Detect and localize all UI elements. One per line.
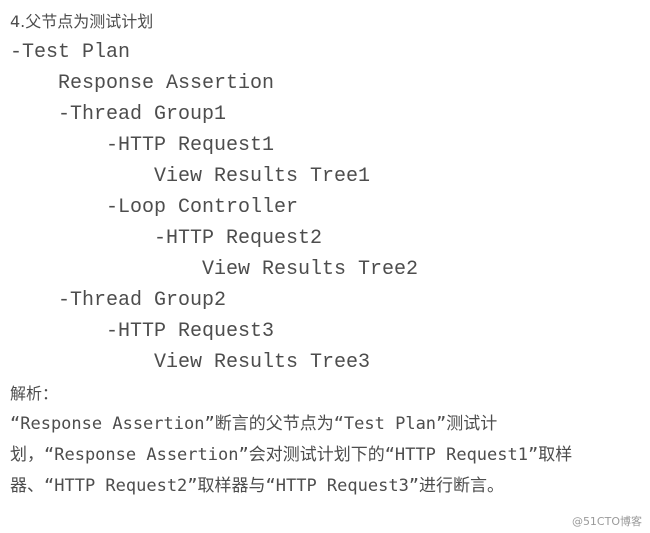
tree-line-http-request-3: -HTTP Request3 bbox=[106, 320, 275, 343]
section-heading: 4.父节点为测试计划 bbox=[10, 12, 154, 31]
watermark: @51CTO博客 bbox=[571, 515, 642, 528]
tree-line-http-request-2: -HTTP Request2 bbox=[154, 227, 323, 250]
tree-line-loop-controller: -Loop Controller bbox=[106, 196, 299, 219]
analysis-paragraph: “Response Assertion”断言的父节点为“Test Plan”测试… bbox=[10, 414, 573, 496]
tree-line-response-assertion: Response Assertion bbox=[58, 72, 275, 95]
tree-line-view-results-tree-1: View Results Tree1 bbox=[154, 165, 371, 188]
test-plan-tree: -Test Plan Response Assertion -Thread Gr… bbox=[10, 37, 650, 378]
tree-line-test-plan: -Test Plan bbox=[10, 41, 131, 64]
tree-line-thread-group-1: -Thread Group1 bbox=[58, 103, 227, 126]
tree-line-thread-group-2: -Thread Group2 bbox=[58, 289, 227, 312]
document-page: 4.父节点为测试计划 -Test Plan Response Assertion… bbox=[10, 6, 650, 533]
tree-line-view-results-tree-3: View Results Tree3 bbox=[154, 351, 371, 374]
tree-line-http-request-1: -HTTP Request1 bbox=[106, 134, 275, 157]
tree-line-view-results-tree-2: View Results Tree2 bbox=[202, 258, 419, 281]
analysis-label: 解析： bbox=[10, 384, 59, 403]
